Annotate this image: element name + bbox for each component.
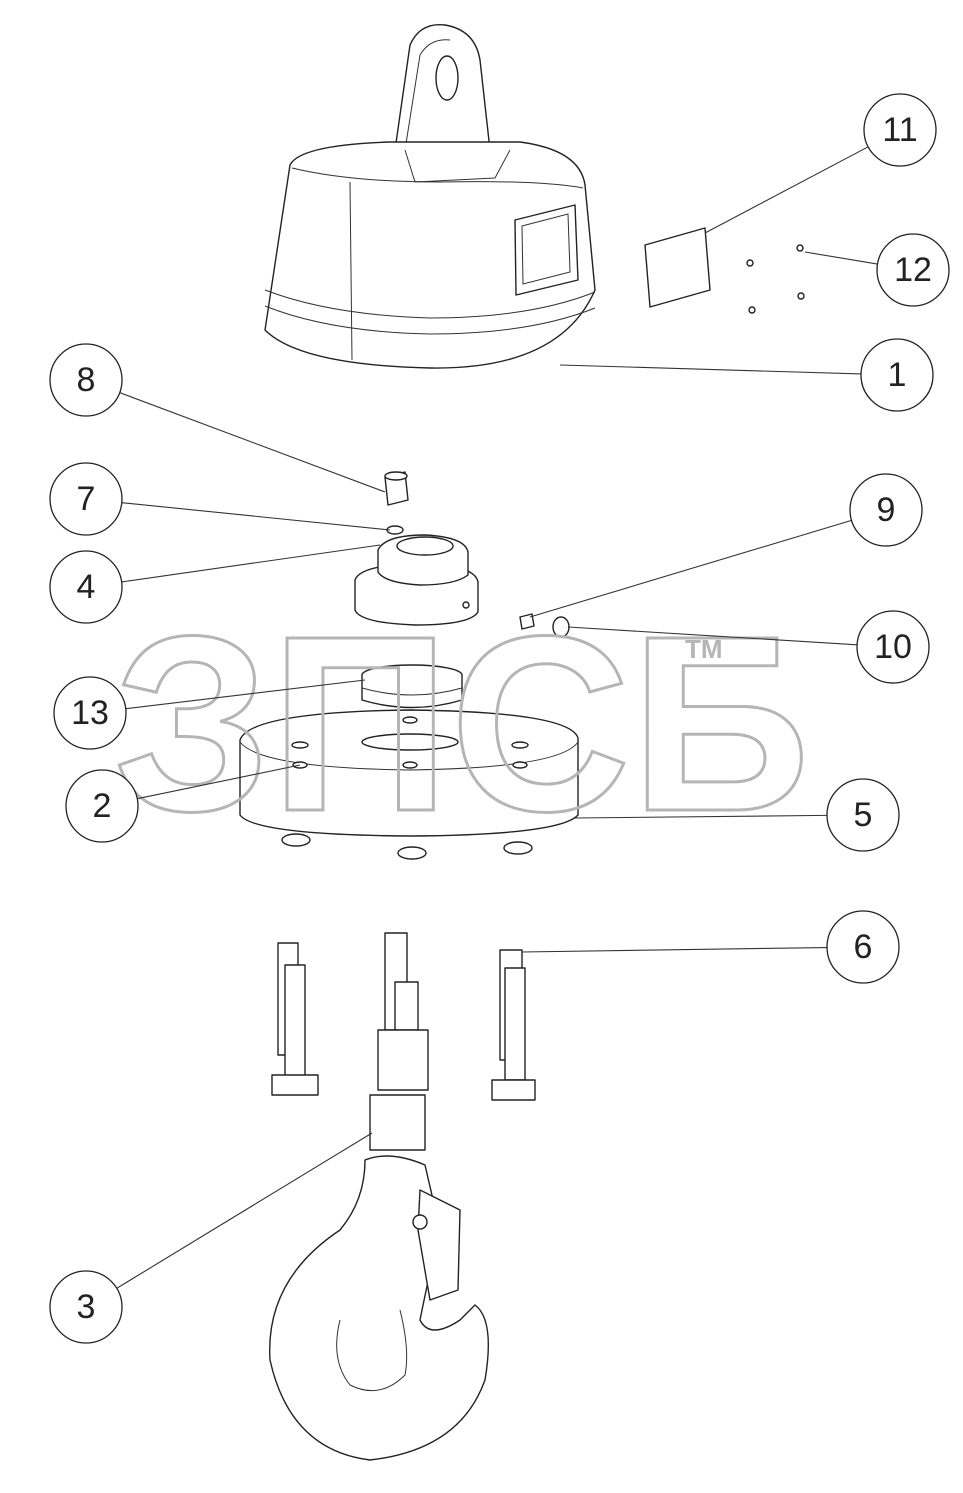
callout-label-3: 3 <box>77 1288 96 1326</box>
callout-leader-12 <box>804 251 878 265</box>
hook-part <box>269 981 489 1461</box>
callout-5: 5 <box>574 778 900 852</box>
callout-10: 10 <box>567 610 930 684</box>
callout-circle-5 <box>826 778 900 852</box>
callout-9: 9 <box>529 473 923 618</box>
callout-13: 13 <box>53 676 366 750</box>
callout-leader-13 <box>125 679 366 710</box>
callout-label-4: 4 <box>77 568 96 606</box>
callout-circle-3 <box>49 1270 123 1344</box>
callout-7: 7 <box>49 462 391 536</box>
callout-leader-4 <box>121 544 381 583</box>
callout-label-2: 2 <box>93 787 112 825</box>
callout-circle-10 <box>856 610 930 684</box>
callout-leader-1 <box>559 364 862 375</box>
callout-circle-1 <box>860 338 934 412</box>
callout-leader-9 <box>529 519 852 618</box>
callout-11: 11 <box>704 93 937 234</box>
grease-nipple-part <box>519 613 535 630</box>
callout-6: 6 <box>521 910 900 984</box>
callout-label-7: 7 <box>77 480 96 518</box>
callout-label-9: 9 <box>877 491 896 529</box>
cover-plate-part <box>644 227 711 308</box>
callout-label-11: 11 <box>882 111 917 149</box>
watermark-text: ЗПСБ <box>114 584 811 863</box>
callout-1: 1 <box>559 338 934 412</box>
hub-nut-part <box>354 534 479 626</box>
callout-leader-2 <box>137 764 301 800</box>
watermark-trademark: TM <box>685 634 723 664</box>
callout-leader-7 <box>121 502 391 531</box>
callout-leader-6 <box>521 946 828 953</box>
callout-circle-13 <box>53 676 127 750</box>
callout-leader-5 <box>574 814 828 819</box>
callout-circle-4 <box>49 550 123 624</box>
callout-leader-8 <box>119 392 386 493</box>
callout-circle-12 <box>876 233 950 307</box>
callout-label-5: 5 <box>854 796 873 834</box>
watermark: ЗПСБ TM <box>112 583 812 865</box>
callout-circle-11 <box>863 93 937 167</box>
callout-leader-3 <box>116 1132 373 1289</box>
callout-circle-2 <box>65 769 139 843</box>
callout-circle-8 <box>49 343 123 417</box>
callout-label-12: 12 <box>894 251 932 289</box>
long-bolts-part <box>271 932 536 1101</box>
top-bolt-part <box>384 471 409 506</box>
callout-4: 4 <box>49 544 381 624</box>
base-plate-part <box>239 709 579 837</box>
callout-2: 2 <box>65 764 301 843</box>
callout-label-13: 13 <box>71 694 109 732</box>
callout-label-6: 6 <box>854 928 873 966</box>
callout-label-1: 1 <box>888 356 907 394</box>
callout-12: 12 <box>804 233 950 307</box>
thrust-bearing-part <box>361 664 463 709</box>
plate-screws-part <box>746 244 805 314</box>
base-washers-part <box>281 833 533 860</box>
housing-part <box>264 23 596 369</box>
callout-circle-6 <box>826 910 900 984</box>
callout-circle-9 <box>849 473 923 547</box>
callout-label-8: 8 <box>77 361 96 399</box>
callout-circle-7 <box>49 462 123 536</box>
callout-leader-11 <box>704 146 869 234</box>
callout-label-10: 10 <box>874 628 912 666</box>
callout-leader-10 <box>567 626 858 646</box>
callout-3: 3 <box>49 1132 373 1344</box>
callout-8: 8 <box>49 343 386 493</box>
